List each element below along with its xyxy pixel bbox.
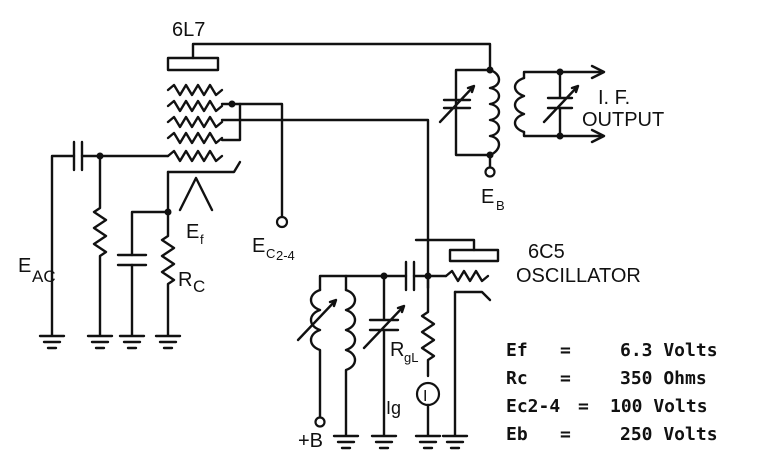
tube-6l7-label: 6L7 (172, 19, 205, 41)
eb-terminal (484, 166, 496, 178)
ec24-wire (238, 102, 284, 220)
ground-symbols-left (38, 334, 182, 350)
spec-value-0: 6.3 Volts (620, 340, 718, 361)
ef-label: E (186, 221, 199, 243)
plus-b-terminal (314, 416, 326, 428)
eb-label: E (481, 186, 494, 208)
osc-tuning-cap (362, 274, 406, 437)
ig-meter (415, 381, 441, 407)
output-label: OUTPUT (582, 109, 664, 131)
spec-name-2: Ec2-4 (506, 396, 560, 417)
eac-sub: AC (32, 267, 56, 286)
eb-sub: B (496, 198, 505, 213)
6c5-plate (448, 248, 500, 263)
spec-name-1: Rc (506, 368, 528, 389)
rc-resistor (160, 210, 176, 337)
6c5-cathode (453, 290, 492, 302)
ground-6c5 (441, 434, 469, 450)
plus-b-label: +B (298, 430, 323, 452)
if-output-arrows (590, 64, 606, 144)
if-primary-tank (454, 68, 492, 157)
grid-resistor (92, 154, 108, 337)
ec24-terminal (275, 215, 289, 229)
rgl-sub: gL (404, 350, 418, 365)
osc-coil-arrow (296, 298, 338, 342)
spec-value-2: 100 Volts (610, 396, 708, 417)
spec-eq-2: = (578, 396, 589, 417)
eac-wire (50, 154, 76, 337)
spec-value-1: 350 Ohms (620, 368, 707, 389)
ground-tuning (370, 434, 398, 450)
rgl-resistor (420, 274, 436, 378)
cathode-bypass-cap (116, 253, 148, 267)
screen-grid-tie (220, 102, 242, 142)
6c5-grid (444, 269, 490, 283)
ec24-sub2: 2-4 (276, 248, 295, 263)
spec-eq-1: = (560, 368, 571, 389)
ef-sub: f (200, 232, 204, 247)
if-primary-coil (488, 68, 501, 157)
meter-symbol: I (423, 388, 427, 405)
spec-value-3: 250 Volts (620, 424, 718, 445)
6l7-heater (178, 176, 214, 212)
if-secondary-trimmer (542, 70, 580, 138)
ec24-label: E (252, 235, 265, 257)
spec-name-0: Ef (506, 340, 528, 361)
spec-eq-3: = (560, 424, 571, 445)
specs-table: Ef = 6.3 Volts Rc = 350 Ohms Ec2-4 = 100… (506, 340, 718, 445)
spec-eq-0: = (560, 340, 571, 361)
if-primary-trimmer (438, 84, 476, 124)
6l7-grid-zigzags (166, 83, 224, 163)
rgl-label: R (390, 339, 404, 361)
osc-plate-coil (309, 288, 322, 420)
6l7-cathode (166, 160, 242, 174)
rc-label: R (178, 269, 192, 291)
rc-sub: C (193, 277, 205, 296)
osc-grid-coil (344, 288, 357, 437)
ground-meter (414, 434, 442, 450)
plate-wire (191, 42, 492, 72)
eac-label: E (18, 255, 31, 277)
6l7-plate (166, 56, 220, 72)
if-label: I. F. (598, 87, 630, 109)
injection-grid-wire (220, 118, 430, 290)
if-secondary-coil (513, 76, 526, 134)
osc-grid-cap (404, 260, 416, 292)
ec24-sub: C (266, 246, 275, 261)
ground-coil (332, 434, 360, 450)
spec-name-3: Eb (506, 424, 528, 445)
tube-6c5-label: 6C5 (528, 241, 565, 263)
oscillator-label: OSCILLATOR (516, 265, 641, 287)
ig-label: Ig (386, 398, 401, 418)
